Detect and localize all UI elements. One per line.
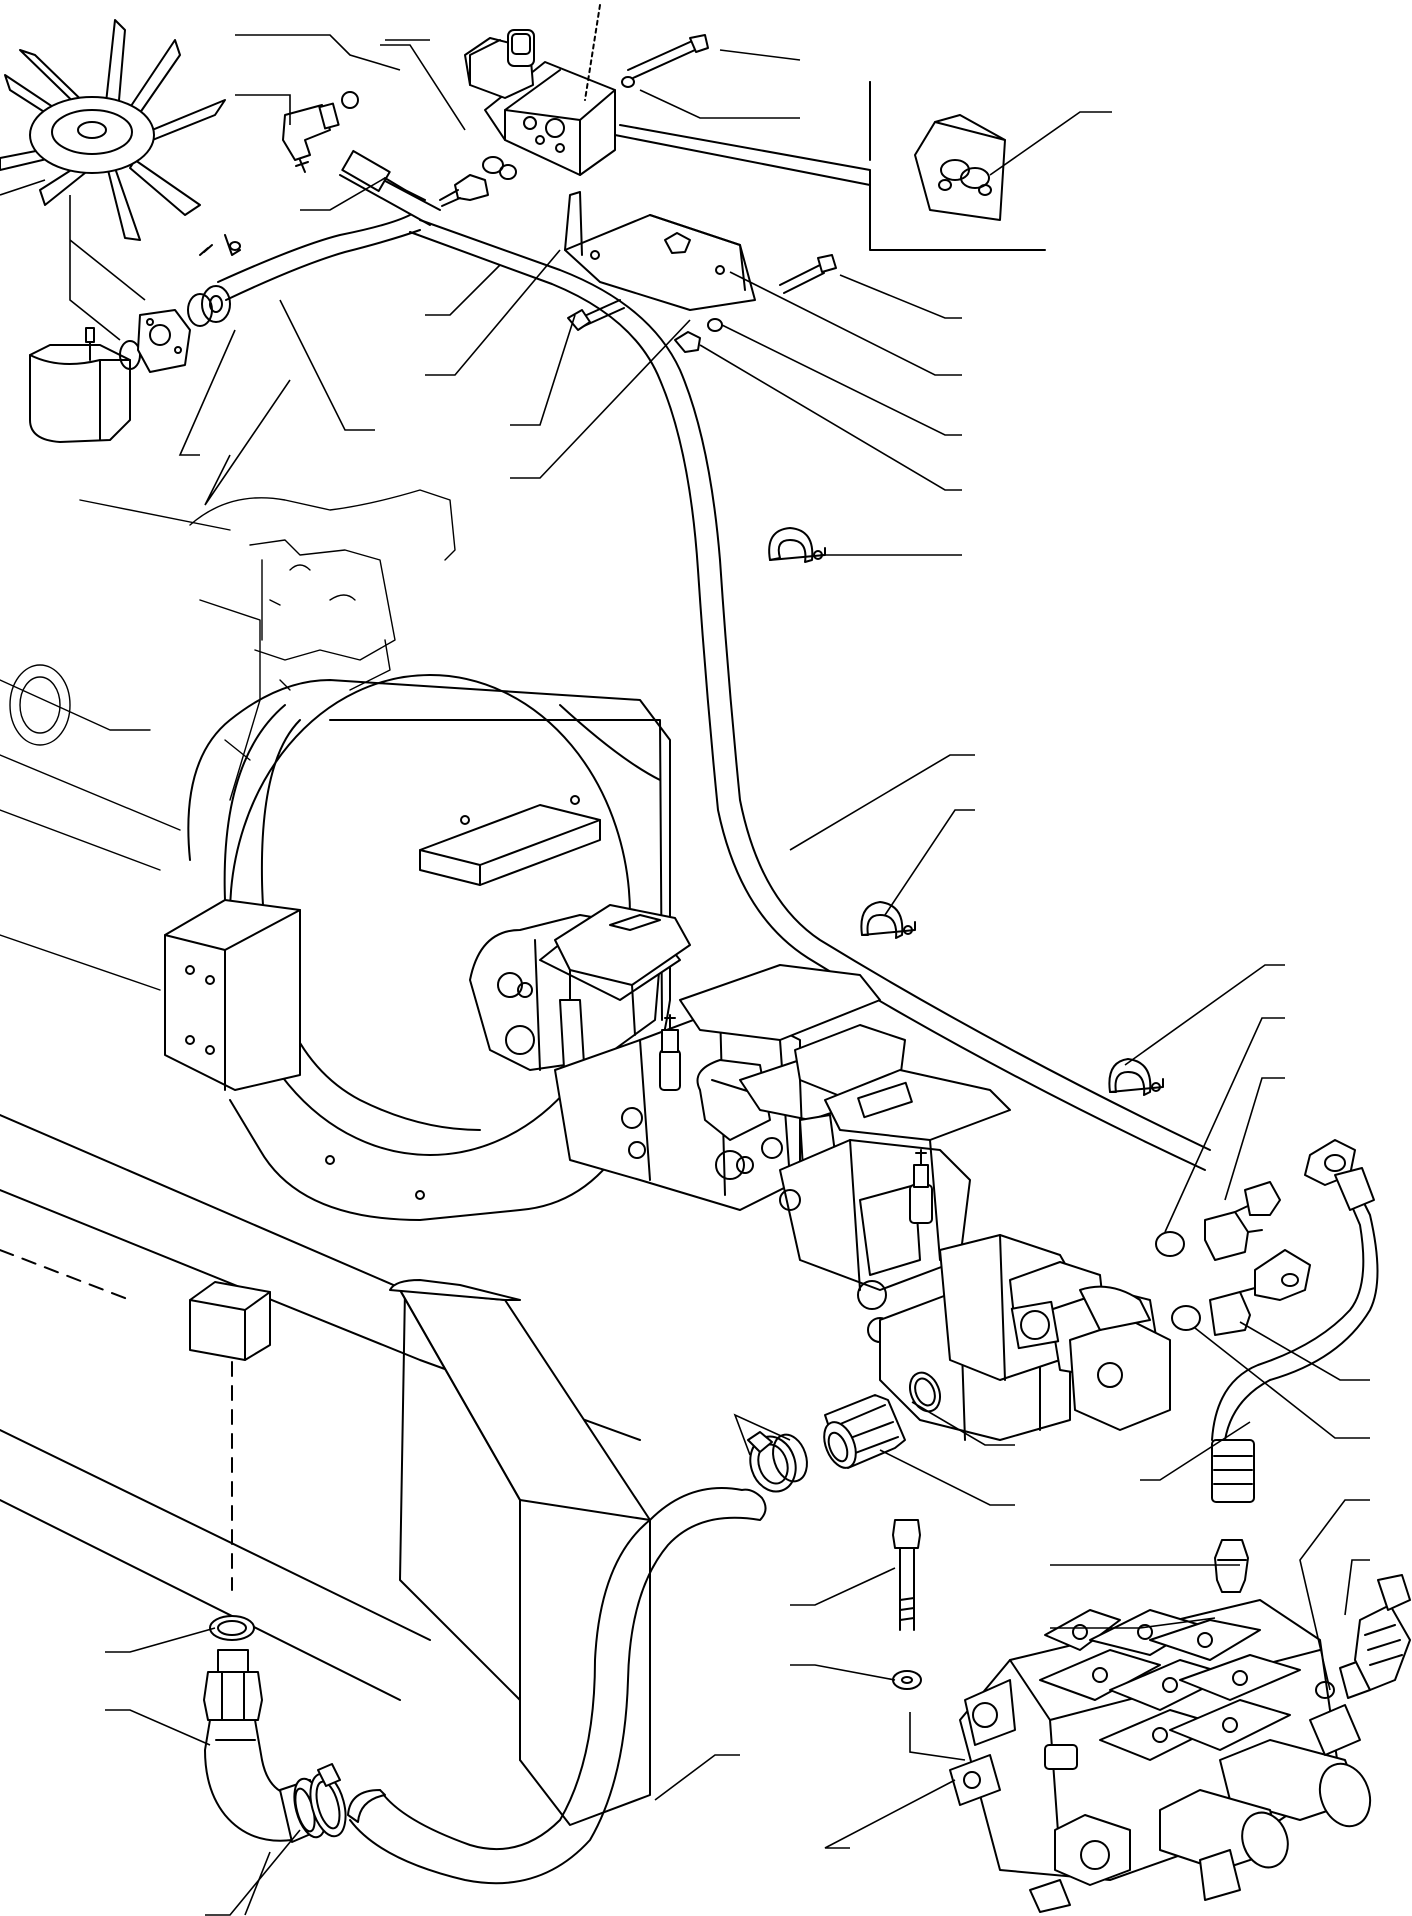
bolt-top	[621, 34, 709, 88]
tank-elbow	[203, 1615, 347, 1843]
gear-pump-small	[29, 234, 241, 443]
chassis-frame	[0, 1114, 651, 1826]
cooling-fan	[0, 19, 226, 241]
suction-fitting	[823, 1371, 941, 1469]
flexible-hose-right	[1211, 1167, 1379, 1629]
fittings-right	[1155, 1139, 1356, 1336]
return-hose-long	[409, 219, 1211, 1171]
hose-clamp-suction	[747, 1431, 808, 1493]
tandem-pump	[469, 904, 1171, 1441]
relief-cartridge	[1315, 1574, 1411, 1699]
detail-inset	[614, 81, 1046, 251]
leader-lines	[0, 34, 1370, 1916]
hose-clamp-2	[860, 901, 916, 939]
pressure-hose-upper	[217, 149, 441, 301]
hose-clamp-3	[1108, 1058, 1164, 1096]
engine-outline	[0, 489, 456, 991]
control-valve	[949, 1599, 1372, 1913]
elbow-fitting-top	[282, 91, 359, 173]
suction-hose	[347, 1487, 767, 1885]
solenoid-valve	[464, 4, 616, 176]
hose-clamp-1	[768, 527, 826, 563]
adapter-top	[439, 156, 517, 207]
valve-bracket	[564, 191, 837, 353]
valve-mounting-bolt	[892, 1519, 922, 1690]
mounting-block	[164, 899, 301, 1091]
